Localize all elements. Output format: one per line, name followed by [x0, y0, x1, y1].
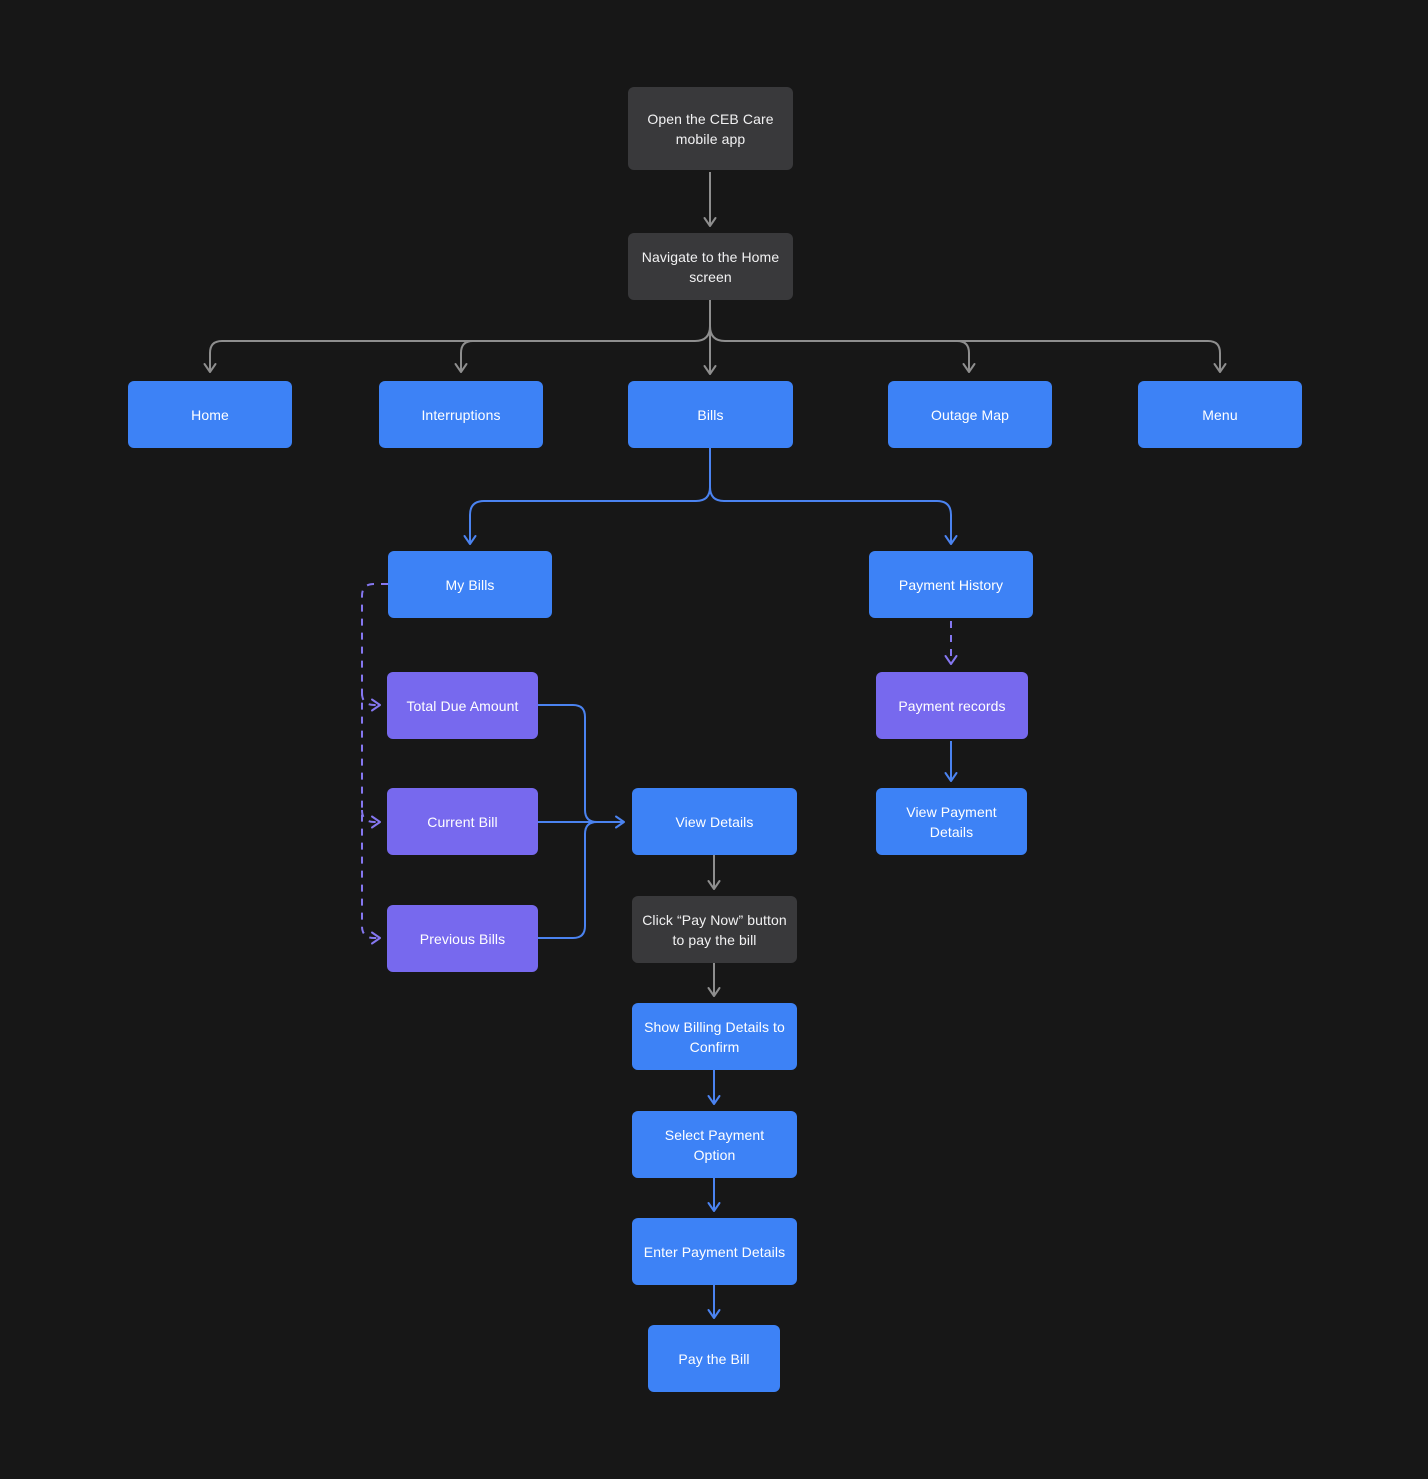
- connector-bills-fork: [463, 448, 958, 545]
- node-view-details: View Details: [632, 788, 797, 855]
- node-payment-records: Payment records: [876, 672, 1028, 739]
- node-my-bills: My Bills: [388, 551, 552, 618]
- connector-merge-to-viewdetails: [538, 704, 625, 939]
- node-pay-the-bill: Pay the Bill: [648, 1325, 780, 1392]
- node-home: Home: [128, 381, 292, 448]
- node-select-payment-option: Select Payment Option: [632, 1111, 797, 1178]
- node-outage-map: Outage Map: [888, 381, 1052, 448]
- node-enter-payment-details: Enter Payment Details: [632, 1218, 797, 1285]
- node-interruptions: Interruptions: [379, 381, 543, 448]
- node-payment-history: Payment History: [869, 551, 1033, 618]
- node-menu: Menu: [1138, 381, 1302, 448]
- connector-mybills-to-children: [361, 583, 388, 945]
- connector-navigate-to-tabs: [203, 300, 1227, 375]
- node-current-bill: Current Bill: [387, 788, 538, 855]
- node-bills: Bills: [628, 381, 793, 448]
- node-click-pay-now: Click “Pay Now” button to pay the bill: [632, 896, 797, 963]
- node-total-due-amount: Total Due Amount: [387, 672, 538, 739]
- node-view-payment-details: View Payment Details: [876, 788, 1027, 855]
- node-open-app: Open the CEB Care mobile app: [628, 87, 793, 170]
- node-navigate-home: Navigate to the Home screen: [628, 233, 793, 300]
- node-show-billing-details: Show Billing Details to Confirm: [632, 1003, 797, 1070]
- node-previous-bills: Previous Bills: [387, 905, 538, 972]
